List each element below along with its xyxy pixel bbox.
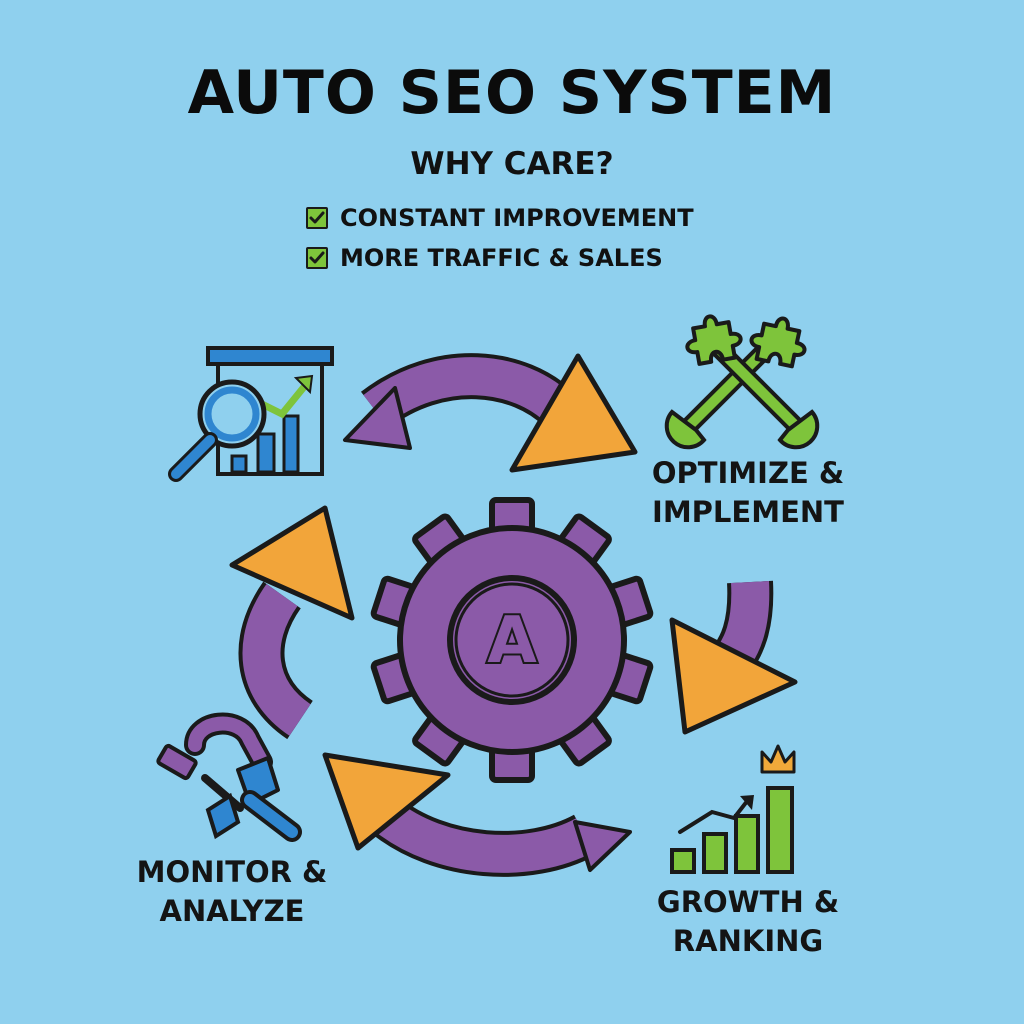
page-subtitle: WHY CARE? bbox=[410, 146, 614, 182]
checkmark-icon bbox=[306, 207, 328, 229]
benefit-text: CONSTANT IMPROVEMENT bbox=[340, 204, 694, 232]
gear-letter: A bbox=[487, 604, 537, 678]
cycle-arrow-right bbox=[669, 580, 798, 735]
checkmark-icon bbox=[306, 247, 328, 269]
page-title: AUTO SEO SYSTEM bbox=[187, 58, 837, 128]
cycle-arrow-top bbox=[343, 353, 638, 473]
cycle-arrow-left bbox=[229, 505, 355, 740]
puzzle-wrench-icon bbox=[664, 309, 820, 450]
stage-label-growth-line2: RANKING bbox=[673, 924, 823, 958]
stage-label-optimize-line2: IMPLEMENT bbox=[652, 495, 844, 529]
stage-label-growth-line1: GROWTH & bbox=[657, 885, 839, 919]
benefit-item: CONSTANT IMPROVEMENT bbox=[306, 198, 694, 238]
clamp-tool-icon bbox=[156, 712, 302, 842]
benefit-text: MORE TRAFFIC & SALES bbox=[340, 244, 663, 272]
growth-chart-crown-icon bbox=[670, 744, 796, 874]
stage-label-optimize-line1: OPTIMIZE & bbox=[652, 456, 844, 490]
cycle-arrow-bottom bbox=[322, 752, 632, 877]
benefit-item: MORE TRAFFIC & SALES bbox=[306, 238, 694, 278]
benefits-list: CONSTANT IMPROVEMENT MORE TRAFFIC & SALE… bbox=[306, 198, 694, 278]
gear-icon bbox=[370, 497, 654, 783]
magnifier-chart-icon bbox=[168, 346, 334, 482]
stage-label-monitor-line1: MONITOR & bbox=[137, 855, 328, 889]
stage-label-monitor-line2: ANALYZE bbox=[160, 894, 305, 928]
